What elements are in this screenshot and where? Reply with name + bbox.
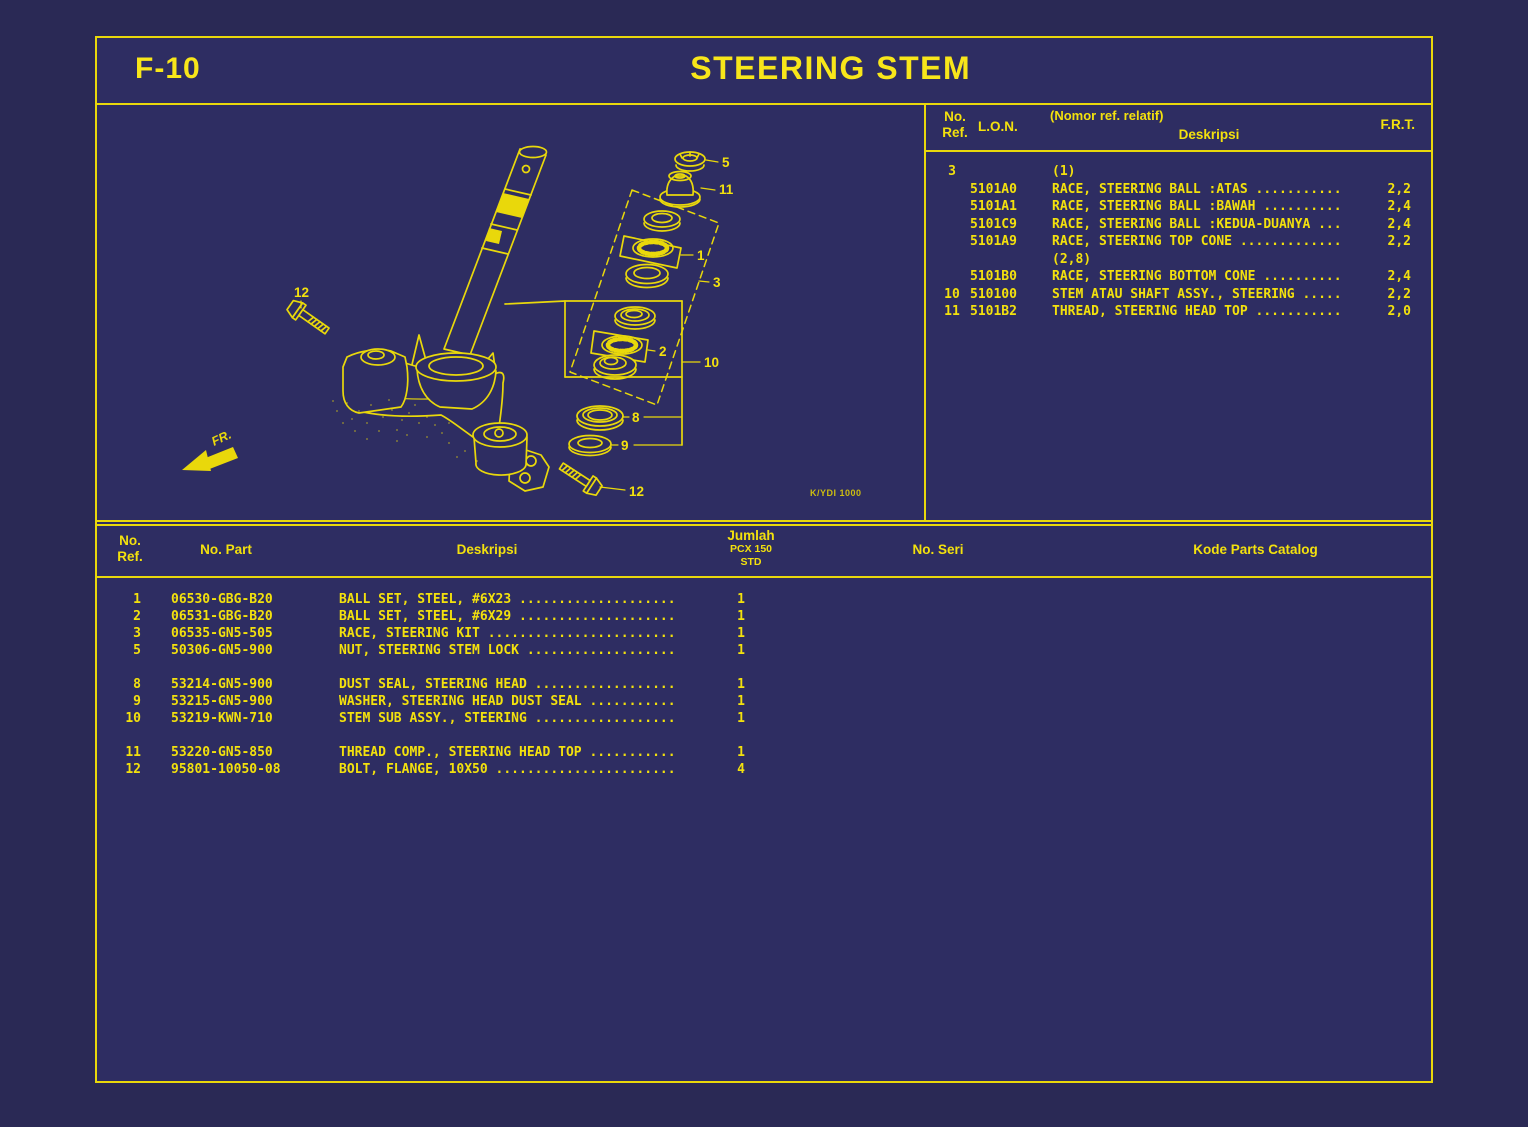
- dust-seal-washer-9: [568, 434, 612, 457]
- reference-table-header: No. Ref. L.O.N. (Nomor ref. relatif) Des…: [926, 105, 1431, 152]
- col-deskripsi: Deskripsi: [456, 542, 518, 557]
- callout-11: 11: [719, 182, 734, 197]
- col-no-part: No. Part: [200, 542, 252, 557]
- col-lon: L.O.N.: [978, 119, 1018, 134]
- section-code: F-10: [135, 52, 201, 85]
- flange-bolt-12-bottom: [558, 462, 603, 496]
- row-gap: [97, 727, 1431, 744]
- callout-12-left: 12: [294, 285, 309, 300]
- col-frt: F.R.T.: [1380, 117, 1415, 132]
- shading-dots: [332, 399, 478, 462]
- callout-5: 5: [722, 155, 730, 170]
- page-header: F-10 STEERING STEM: [97, 38, 1431, 105]
- col-jumlah: Jumlah PCX 150 STD: [727, 528, 775, 568]
- bottom-cone-race: [593, 354, 637, 380]
- parts-table-header: No. Ref. No. Part Deskripsi Jumlah PCX 1…: [97, 524, 1431, 578]
- col-deskripsi: Deskripsi: [1178, 127, 1240, 142]
- callout-1: 1: [697, 248, 705, 263]
- steering-crown: [342, 334, 550, 492]
- race-top-116: [643, 210, 681, 232]
- col-kode-parts-catalog: Kode Parts Catalog: [1193, 542, 1318, 557]
- ball-ring-1: [632, 238, 674, 258]
- ball-ring-2: [601, 335, 643, 355]
- reference-table: No. Ref. L.O.N. (Nomor ref. relatif) Des…: [924, 105, 1431, 520]
- page-title: STEERING STEM: [690, 50, 972, 86]
- race-mid-171: [625, 263, 669, 289]
- head-top-thread-11: [659, 170, 701, 208]
- col-no-ref: No. Ref.: [117, 533, 143, 564]
- steering-stem-diagram: 5 11 1 3 2 10 8 9 12 12 FR. K/YDI 1000: [182, 145, 862, 499]
- table-row: (2,8): [1052, 251, 1092, 267]
- stem-shaft: [443, 145, 548, 356]
- race-lower-213: [614, 306, 656, 330]
- col-no-seri: No. Seri: [912, 542, 964, 557]
- catalog-page: F-10 STEERING STEM: [95, 36, 1433, 1083]
- row-gap: [97, 659, 1431, 676]
- content-area: 5 11 1 3 2 10 8 9 12 12 FR. K/YDI 1000 N…: [97, 105, 1431, 522]
- callout-10: 10: [704, 355, 719, 370]
- flange-bolt-12-left: [286, 299, 330, 335]
- table-row: 3(1): [948, 164, 1076, 179]
- fr-label: FR.: [209, 428, 233, 449]
- front-direction-arrow: FR.: [182, 428, 238, 471]
- col-note: (Nomor ref. relatif): [1050, 108, 1164, 123]
- callout-3: 3: [713, 275, 721, 290]
- callout-2: 2: [659, 344, 667, 359]
- callout-12-bottom: 12: [629, 484, 644, 499]
- dust-seal-8: [576, 405, 624, 431]
- callout-8: 8: [632, 410, 640, 425]
- col-no-ref: No. Ref.: [942, 109, 968, 140]
- plate-code: K/YDI 1000: [810, 488, 862, 498]
- callout-9: 9: [621, 438, 629, 453]
- lock-nut-5: [674, 151, 706, 172]
- callout-leaders: [300, 159, 719, 491]
